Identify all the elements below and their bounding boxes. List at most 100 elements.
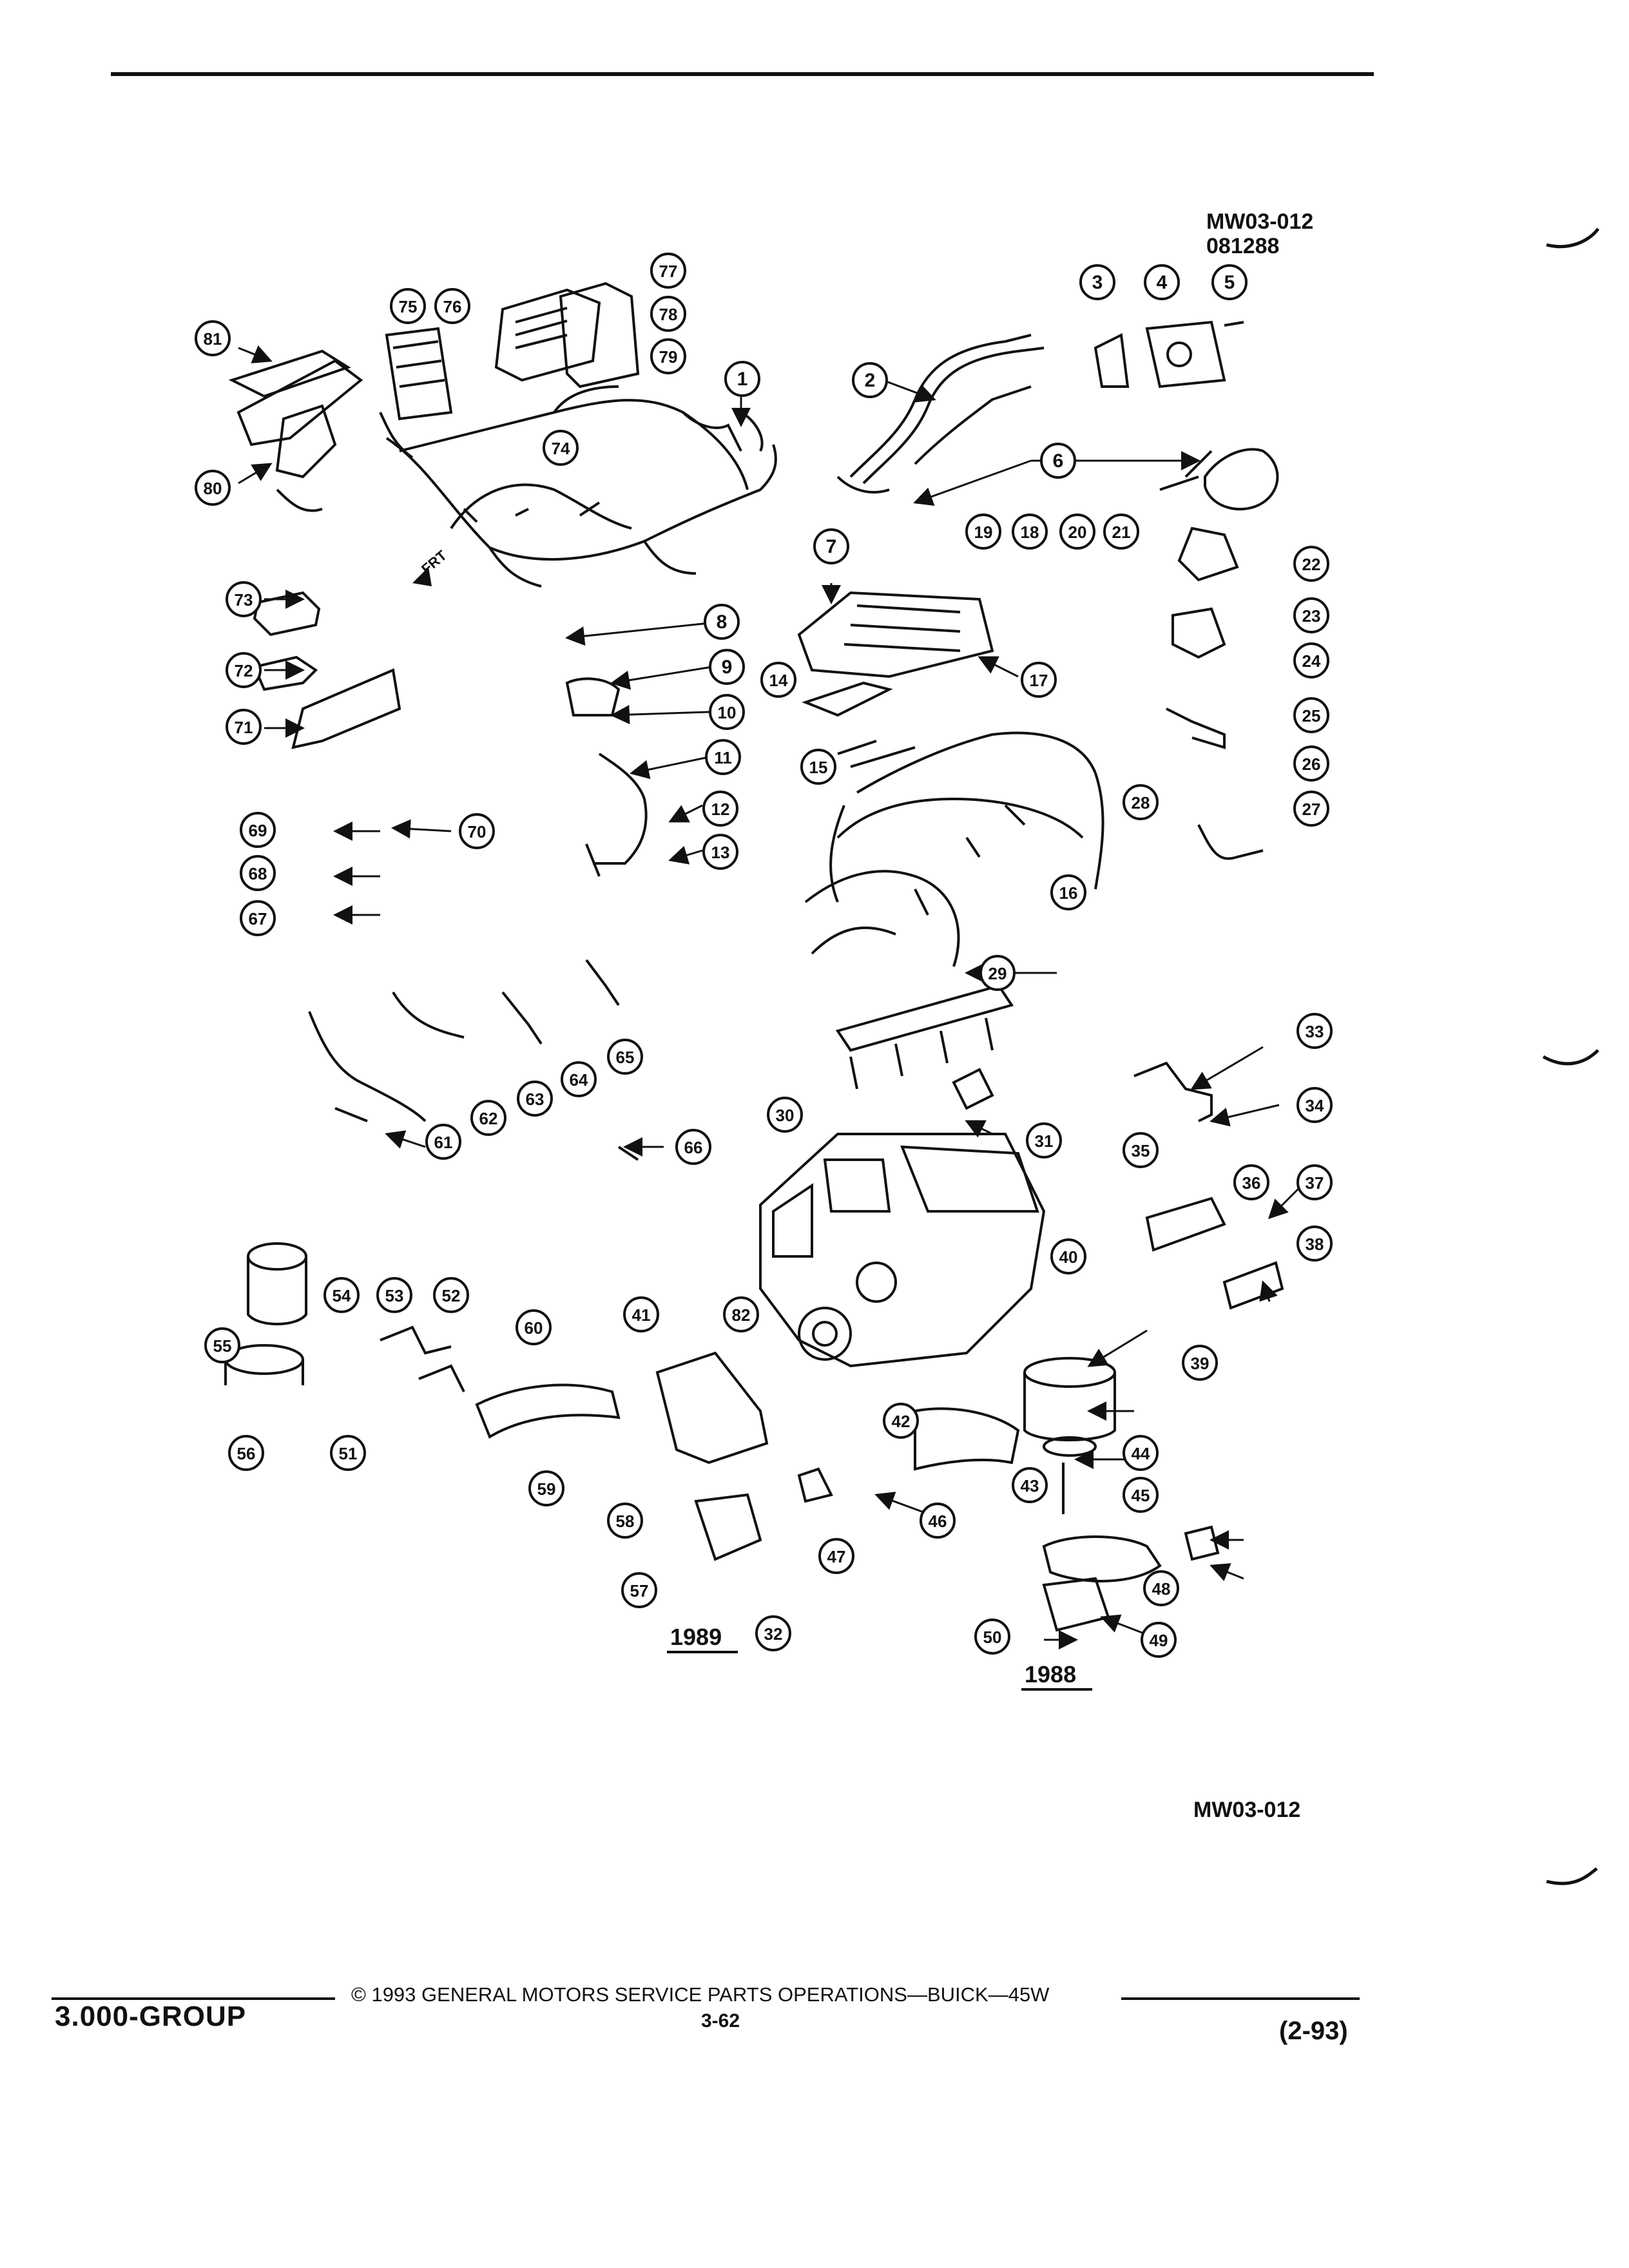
callout-38: 38 — [1296, 1225, 1333, 1262]
callout-circle — [1123, 1132, 1159, 1168]
callout-number: 24 — [1302, 651, 1321, 671]
callout-circle — [974, 1619, 1010, 1655]
callout-18: 18 — [1012, 514, 1048, 550]
callout-62: 62 — [470, 1100, 506, 1136]
callout-number: 4 — [1157, 272, 1168, 293]
callout-circle — [195, 470, 231, 506]
callout-35: 35 — [1123, 1132, 1159, 1168]
callout-circle — [1233, 1164, 1269, 1200]
callout-number: 78 — [659, 305, 678, 324]
callout-number: 73 — [235, 590, 253, 610]
pressure-regulator — [1094, 320, 1244, 389]
callout-circle — [1021, 662, 1057, 698]
callout-43: 43 — [1012, 1467, 1048, 1503]
callout-circle — [470, 1100, 506, 1136]
callout-number: 69 — [249, 821, 267, 840]
callout-circle — [1123, 1435, 1159, 1471]
callout-number: 46 — [929, 1512, 947, 1531]
callout-number: 6 — [1053, 450, 1064, 472]
callout-circle — [1296, 1087, 1333, 1123]
callout-circle — [1293, 697, 1329, 733]
callout-number: 54 — [333, 1286, 351, 1305]
callout-40: 40 — [1050, 1238, 1086, 1274]
callout-circle — [979, 955, 1016, 991]
callout-number: 25 — [1302, 706, 1321, 726]
year-label-1989: 1989 — [670, 1624, 722, 1650]
callout-circle — [1012, 514, 1048, 550]
callout-circle — [1182, 1345, 1218, 1381]
callout-2: 2 — [852, 362, 888, 398]
callout-number: 81 — [204, 329, 222, 349]
callout-45: 45 — [1123, 1477, 1159, 1513]
callout-42: 42 — [883, 1403, 919, 1439]
callout-26: 26 — [1293, 745, 1329, 782]
callout-circle — [195, 320, 231, 356]
year-1989-underline — [667, 1651, 738, 1653]
footer-rule-left — [52, 1997, 335, 2000]
callout-number: 23 — [1302, 606, 1321, 626]
callout-33: 33 — [1296, 1013, 1333, 1049]
callout-71: 71 — [226, 709, 262, 745]
callout-49: 49 — [1141, 1622, 1177, 1658]
callout-number: 71 — [235, 718, 253, 737]
callout-number: 37 — [1306, 1173, 1324, 1193]
callout-3: 3 — [1079, 264, 1115, 300]
callout-number: 33 — [1306, 1022, 1324, 1041]
vapor-canister-assembly — [1159, 448, 1279, 659]
callout-number: 64 — [570, 1070, 588, 1090]
callout-number: 28 — [1132, 793, 1150, 812]
callout-41: 41 — [623, 1296, 659, 1332]
callout-circle — [1050, 874, 1086, 910]
callout-22: 22 — [1293, 546, 1329, 582]
drawing-id-bottom: MW03-012 — [1193, 1798, 1301, 1822]
callout-number: 49 — [1150, 1631, 1168, 1650]
callout-number: 82 — [732, 1305, 751, 1325]
callout-24: 24 — [1293, 642, 1329, 678]
callout-27: 27 — [1293, 791, 1329, 827]
callout-number: 72 — [235, 661, 253, 680]
engine-harness — [804, 731, 1104, 967]
sensors-left — [308, 959, 639, 1161]
callout-48: 48 — [1143, 1570, 1179, 1606]
callout-number: 61 — [434, 1133, 453, 1152]
footer-revision: (2-93) — [1279, 2017, 1348, 2045]
callout-54: 54 — [323, 1277, 360, 1313]
callout-number: 57 — [630, 1581, 649, 1600]
callout-circle — [800, 749, 836, 785]
callout-number: 34 — [1306, 1096, 1324, 1115]
callout-79: 79 — [650, 338, 686, 374]
callout-number: 20 — [1068, 523, 1087, 542]
callout-number: 53 — [385, 1286, 404, 1305]
callout-39: 39 — [1182, 1345, 1218, 1381]
callout-number: 30 — [776, 1106, 795, 1125]
callout-32: 32 — [755, 1615, 791, 1651]
fuel-lines — [836, 334, 1045, 494]
callout-13: 13 — [702, 834, 738, 870]
callout-number: 43 — [1021, 1476, 1039, 1495]
callout-circle — [1296, 1164, 1333, 1200]
callout-number: 17 — [1030, 671, 1048, 690]
callout-number: 56 — [237, 1444, 256, 1463]
callout-number: 1 — [737, 369, 748, 390]
callout-circle — [1293, 745, 1329, 782]
callout-circle — [702, 834, 738, 870]
callout-circle — [760, 662, 796, 698]
callout-circle — [883, 1403, 919, 1439]
callout-82: 82 — [723, 1296, 759, 1332]
callout-46: 46 — [920, 1503, 956, 1539]
callout-circle — [204, 1327, 240, 1363]
callout-7: 7 — [813, 528, 849, 564]
callout-number: 60 — [525, 1318, 543, 1338]
callout-number: 59 — [537, 1479, 556, 1499]
callout-67: 67 — [240, 900, 276, 936]
computer-modules — [385, 282, 640, 421]
callout-59: 59 — [528, 1470, 564, 1506]
callout-11: 11 — [705, 739, 741, 775]
callout-37: 37 — [1296, 1164, 1333, 1200]
callout-circle — [767, 1097, 803, 1133]
callout-number: 26 — [1302, 754, 1321, 774]
callout-circle — [1211, 264, 1248, 300]
callout-number: 39 — [1191, 1354, 1210, 1373]
fuel-rail-injectors — [835, 984, 1014, 1110]
callout-number: 40 — [1059, 1247, 1078, 1267]
